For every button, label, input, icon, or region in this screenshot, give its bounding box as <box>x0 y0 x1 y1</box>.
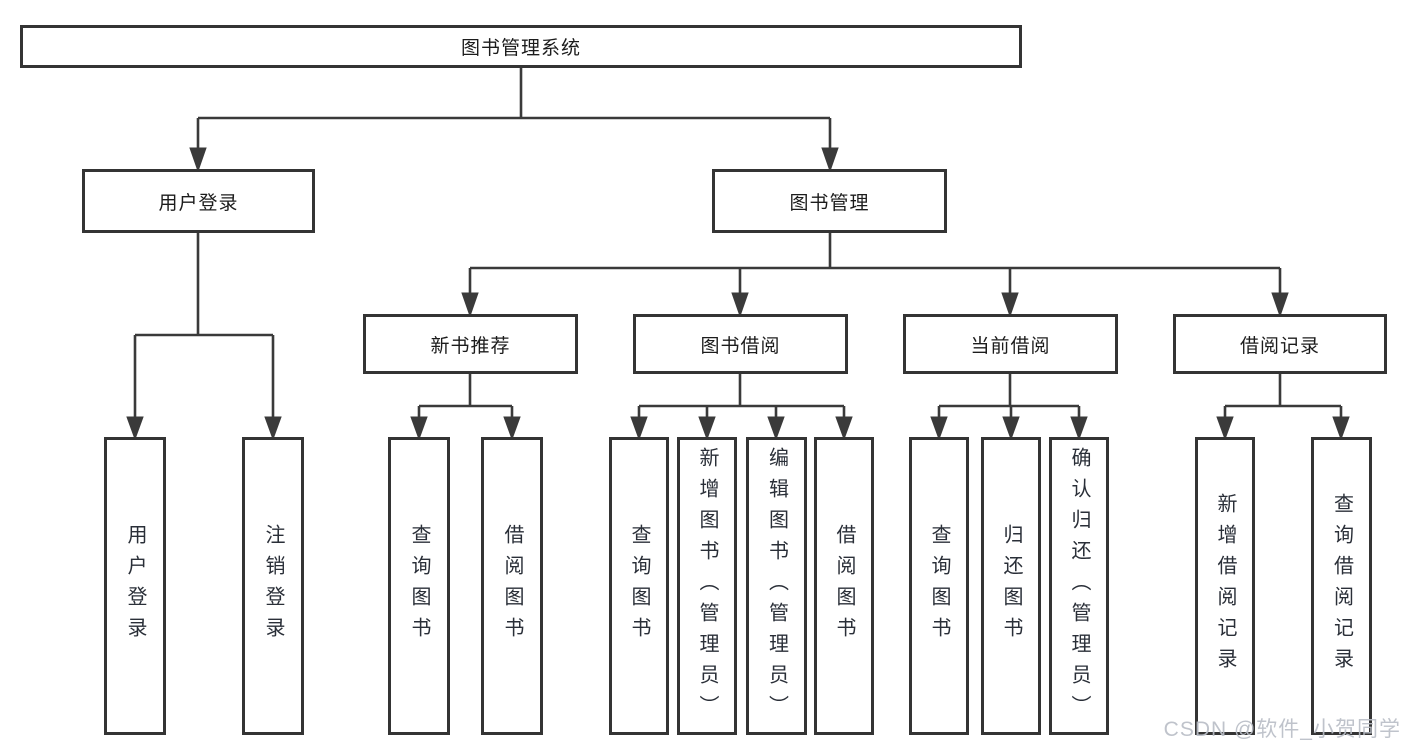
node-label: 查询图书 <box>408 524 430 648</box>
leaf-edit-books-admin: 编辑图书（管理员） <box>746 437 807 735</box>
leaf-add-books-admin: 新增图书（管理员） <box>677 437 737 735</box>
node-label: 注销登录 <box>262 524 284 648</box>
node-label: 新增借阅记录 <box>1214 493 1236 679</box>
node-borrowing-records: 借阅记录 <box>1173 314 1387 374</box>
node-label: 用户登录 <box>158 192 239 214</box>
node-label: 查询图书 <box>628 524 650 648</box>
node-book-management: 图书管理 <box>712 169 947 233</box>
node-label: 借阅记录 <box>1239 335 1320 357</box>
node-label: 图书借阅 <box>700 335 781 357</box>
node-label: 新增图书（管理员） <box>696 446 718 726</box>
node-label: 编辑图书（管理员） <box>765 446 788 726</box>
node-label: 用户登录 <box>124 524 146 648</box>
leaf-query-books-2: 查询图书 <box>609 437 669 735</box>
leaf-query-books-1: 查询图书 <box>388 437 450 735</box>
node-label: 借阅图书 <box>833 524 855 648</box>
leaf-confirm-return-admin: 确认归还（管理员） <box>1049 437 1109 735</box>
node-new-book-recommend: 新书推荐 <box>363 314 578 374</box>
node-label: 当前借阅 <box>970 335 1051 357</box>
leaf-add-borrow-record: 新增借阅记录 <box>1195 437 1255 735</box>
leaf-query-books-3: 查询图书 <box>909 437 969 735</box>
node-label: 新书推荐 <box>430 335 511 357</box>
watermark: CSDN @软件_小贺同学 <box>1163 718 1401 741</box>
leaf-return-books: 归还图书 <box>981 437 1041 735</box>
node-current-borrowing: 当前借阅 <box>903 314 1118 374</box>
leaf-query-borrow-record: 查询借阅记录 <box>1311 437 1372 735</box>
node-user-login: 用户登录 <box>82 169 315 233</box>
leaf-borrow-books-1: 借阅图书 <box>481 437 543 735</box>
node-label: 查询借阅记录 <box>1330 493 1353 679</box>
node-book-borrowing: 图书借阅 <box>633 314 848 374</box>
node-library-system: 图书管理系统 <box>20 25 1022 68</box>
node-label: 图书管理系统 <box>460 38 581 59</box>
leaf-user-login: 用户登录 <box>104 437 166 735</box>
leaf-borrow-books-2: 借阅图书 <box>814 437 874 735</box>
node-label: 查询图书 <box>928 524 950 648</box>
node-label: 归还图书 <box>1000 524 1022 648</box>
node-label: 借阅图书 <box>501 524 523 648</box>
node-label: 确认归还（管理员） <box>1068 446 1090 726</box>
leaf-logout: 注销登录 <box>242 437 304 735</box>
node-label: 图书管理 <box>789 192 870 214</box>
